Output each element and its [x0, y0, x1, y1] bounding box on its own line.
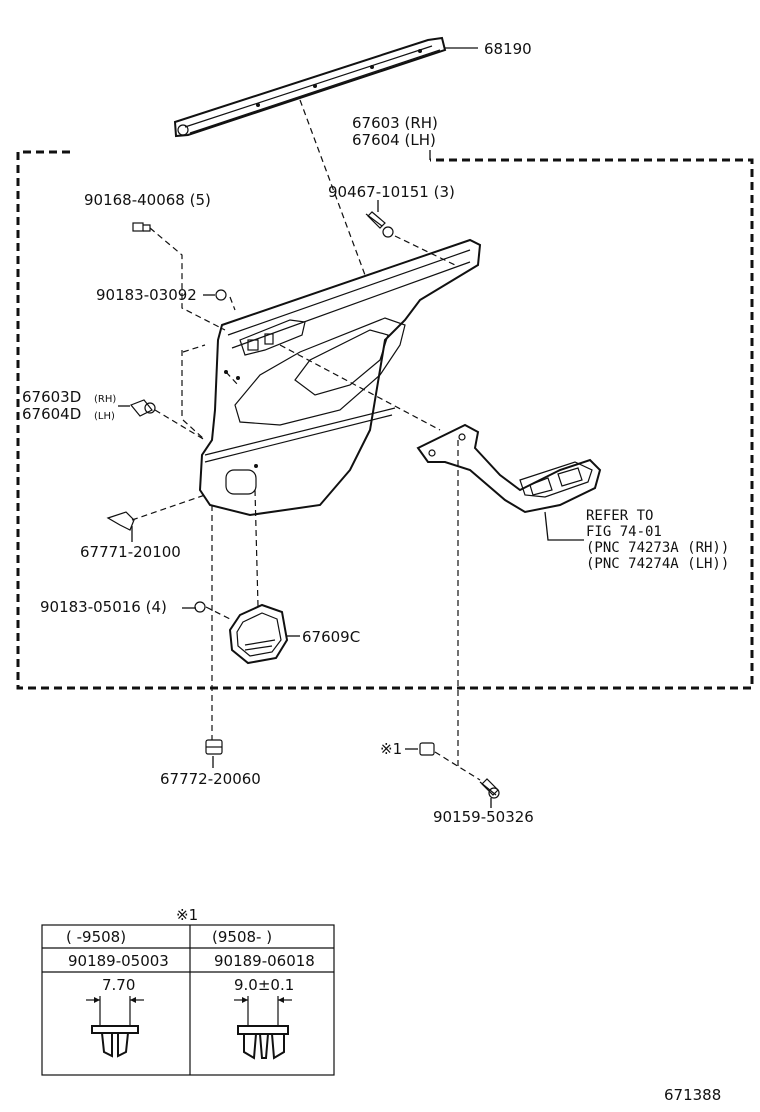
switch-base-part: [416, 423, 602, 514]
label-clip-mid: 90183-03092: [96, 286, 197, 304]
door-trim-board: [198, 238, 482, 517]
label-board-rh: 67603 (RH): [352, 114, 438, 132]
clip-flange-icon: [91, 1025, 139, 1034]
label-clip-top: 90168-40068 (5): [84, 191, 211, 209]
leader-line: [544, 511, 584, 541]
label-clip-low: 90183-05016 (4): [40, 598, 167, 616]
label-refer-4: (PNC 74274A (LH)): [586, 556, 729, 572]
label-star-mark: ※1: [380, 740, 402, 758]
board-sub-clip-icon: [130, 399, 156, 417]
table-col2-range: (9508- ): [212, 928, 272, 946]
label-leaders: [118, 200, 492, 808]
screw-top-icon: [365, 211, 394, 238]
assembly-boundary: [16, 150, 754, 690]
clip-mid-icon: [215, 289, 227, 301]
label-bolt-bottom: 67772-20060: [160, 770, 261, 788]
clip-leg-icon: [270, 1033, 285, 1060]
label-board-lh: 67604 (LH): [352, 131, 436, 149]
assembly-lines: [131, 99, 481, 781]
clip-top-icon: [132, 222, 151, 232]
clip-leg-icon: [243, 1033, 258, 1060]
label-board-sub-rh: 67603D: [22, 388, 81, 406]
table-title: ※1: [176, 906, 198, 924]
label-board-sub-lh-tag: (LH): [94, 411, 115, 422]
weatherstrip-part: [173, 36, 447, 138]
label-board-sub-lh: 67604D: [22, 405, 81, 423]
clip-leg-icon: [100, 1032, 113, 1058]
table-col1-range: ( -9508): [66, 928, 126, 946]
table-col1-part: 90189-05003: [68, 952, 169, 970]
label-hook: 67771-20100: [80, 543, 181, 561]
pocket-part: [228, 603, 289, 665]
hook-icon: [106, 511, 135, 531]
label-board-sub-rh-tag: (RH): [94, 394, 116, 405]
screw-bottom-icon: [479, 778, 500, 799]
label-screw-bottom: 90159-50326: [433, 808, 534, 826]
clip-leg-icon: [258, 1033, 270, 1059]
clip-flange-icon: [237, 1025, 289, 1035]
table-col2-part: 90189-06018: [214, 952, 315, 970]
variant-table: ※1 ( -9508) (9508- ) 90189-05003 90189-0…: [41, 906, 335, 1076]
label-refer-1: REFER TO: [586, 508, 653, 524]
figure-id: 671388: [664, 1086, 721, 1104]
table-col1-dim: 7.70: [102, 976, 135, 994]
label-refer-3: (PNC 74273A (RH)): [586, 540, 729, 556]
star-clip-icon: [419, 742, 435, 756]
clip-low-icon: [194, 601, 206, 613]
label-screw-top: 90467-10151 (3): [328, 183, 455, 201]
label-refer-2: FIG 74-01: [586, 524, 662, 540]
label-weatherstrip: 68190: [484, 40, 532, 58]
table-col2-dim: 9.0±0.1: [234, 976, 294, 994]
label-pocket: 67609C: [302, 628, 360, 646]
bolt-bottom-icon: [205, 739, 223, 755]
clip-leg-icon: [117, 1032, 130, 1058]
